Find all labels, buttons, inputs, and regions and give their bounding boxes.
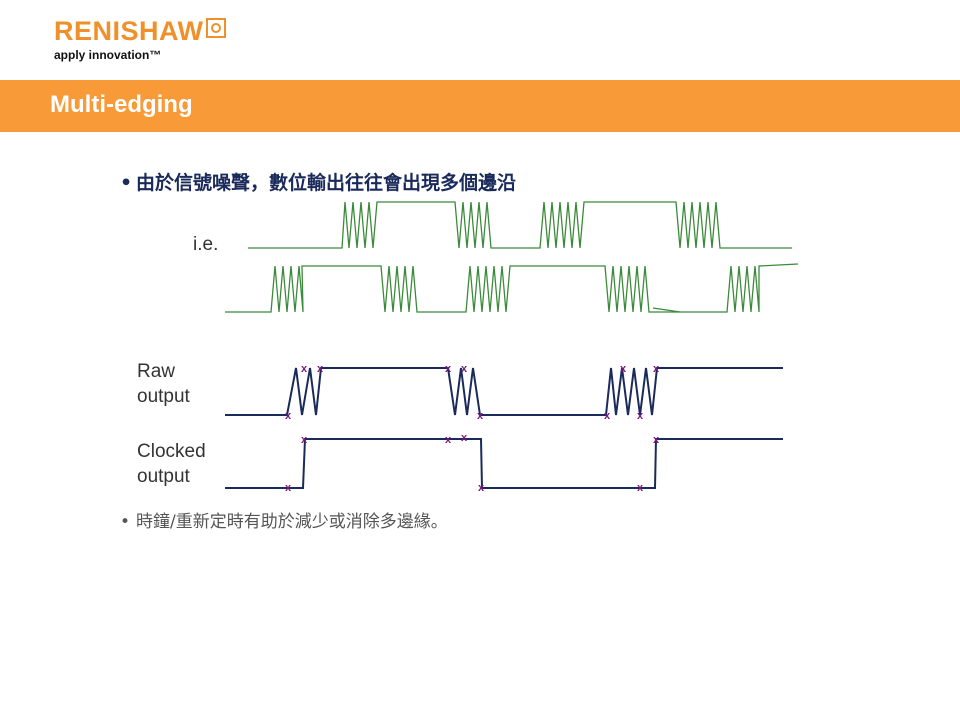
clocked-output-signal: [225, 438, 783, 489]
raw-edge-markers: x x x x x x x x x x: [285, 363, 660, 422]
slide-title: Multi-edging: [50, 91, 193, 118]
noisy-signal-2: [225, 263, 799, 313]
edge-marker: x: [445, 363, 452, 375]
bullet-noise-multi-edge: •由於信號噪聲，數位輸出往往會出現多個邊沿: [120, 168, 516, 195]
edge-marker: x: [620, 363, 627, 375]
edge-marker: x: [461, 432, 468, 444]
bullet-icon: •: [120, 512, 131, 532]
renishaw-logo: RENISHAW apply innovation™: [54, 16, 226, 62]
title-banner: Multi-edging: [0, 80, 960, 132]
logo-tagline: apply innovation™: [54, 48, 162, 62]
edge-marker: x: [301, 363, 308, 375]
edge-marker: x: [653, 434, 660, 446]
edge-marker: x: [285, 410, 292, 422]
edge-marker: x: [285, 482, 292, 494]
bullet-clocking-helps: •時鐘/重新定時有助於減少或消除多邊緣。: [120, 507, 448, 532]
clocked-edge-markers: x x x x x x x: [285, 432, 660, 494]
logo-emblem-icon: [205, 18, 226, 38]
edge-marker: x: [445, 434, 452, 446]
label-clocked-line2: output: [137, 466, 190, 487]
edge-marker: x: [478, 482, 485, 494]
label-ie: i.e.: [193, 234, 219, 255]
label-clocked-output: Clocked output: [137, 439, 206, 489]
edge-marker: x: [461, 363, 468, 375]
label-raw-line2: output: [137, 386, 190, 407]
edge-marker: x: [317, 363, 324, 375]
bullet-icon: •: [120, 172, 133, 194]
edge-marker: x: [477, 410, 484, 422]
edge-marker: x: [604, 410, 611, 422]
label-clocked-line1: Clocked: [137, 441, 206, 462]
label-raw-line1: Raw: [137, 361, 176, 382]
logo-wordmark: RENISHAW: [54, 16, 204, 46]
bullet-text-2: 時鐘/重新定時有助於減少或消除多邊緣。: [136, 512, 448, 532]
label-raw-output: Raw output: [137, 359, 190, 409]
edge-marker: x: [637, 482, 644, 494]
edge-marker: x: [653, 363, 660, 375]
noisy-signal-2-dip: [652, 307, 681, 313]
raw-output-signal: [225, 367, 783, 416]
edge-marker: x: [637, 410, 644, 422]
noisy-signal-1: [248, 201, 792, 249]
bullet-text-1: 由於信號噪聲，數位輸出往往會出現多個邊沿: [136, 172, 517, 194]
edge-marker: x: [301, 434, 308, 446]
